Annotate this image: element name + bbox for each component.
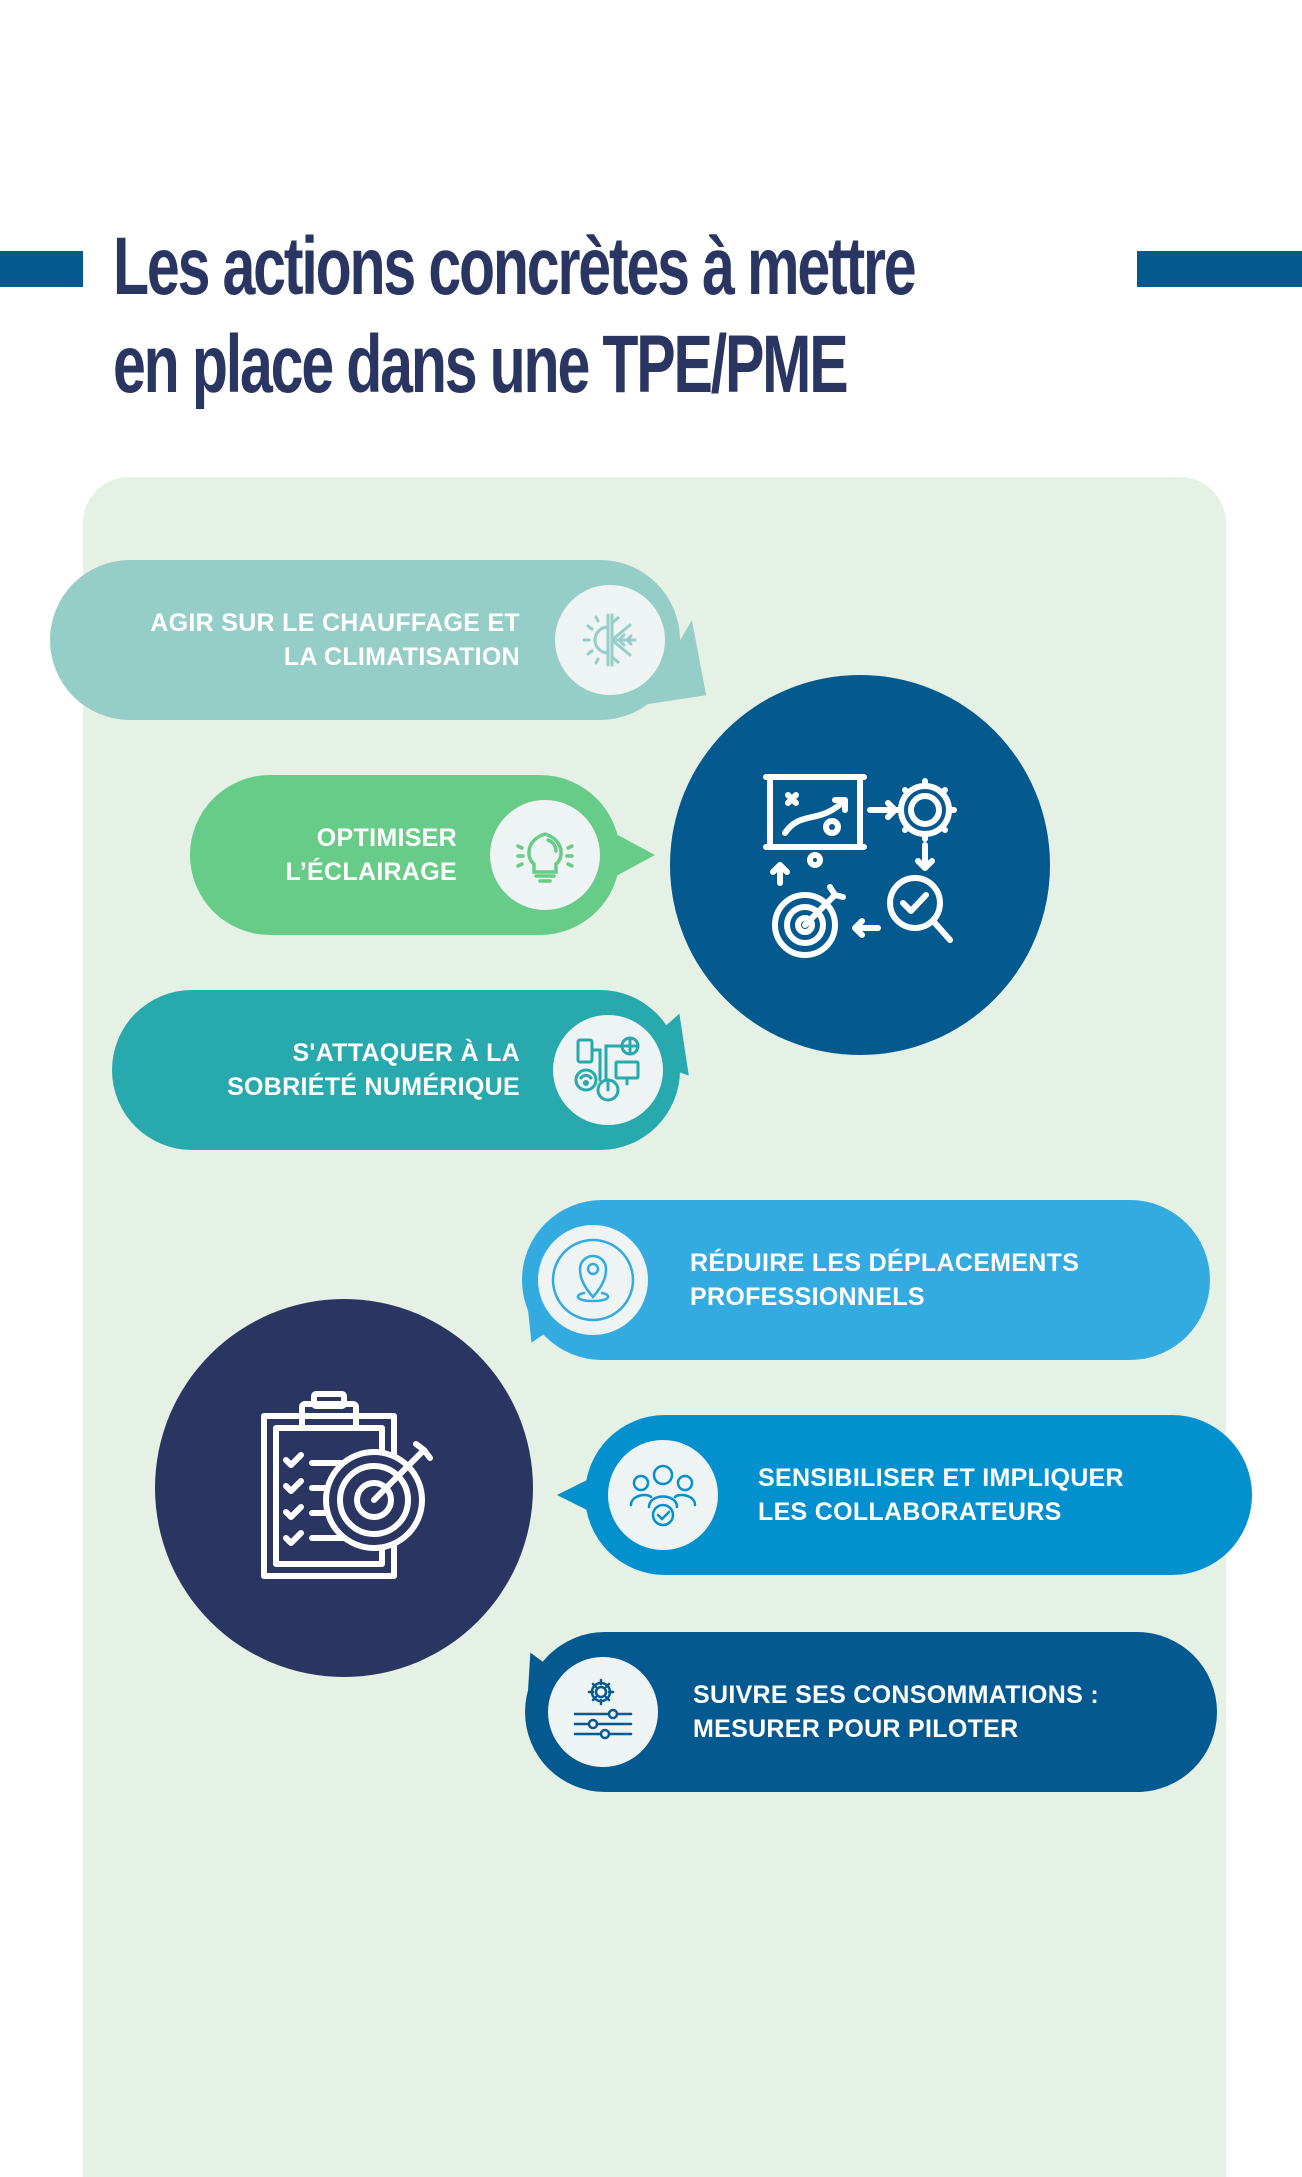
page-title-line2: en place dans une TPE/PME — [113, 319, 849, 410]
clipboard-target-icon — [261, 1391, 433, 1579]
action-label-line1: RÉDUIRE LES DÉPLACEMENTS — [690, 1249, 1080, 1277]
digital-devices-icon — [553, 1015, 663, 1125]
action-engage-employees: SENSIBILISER ET IMPLIQUER LES COLLABORAT… — [585, 1415, 1252, 1575]
action-label-line2: PROFESSIONNELS — [690, 1283, 925, 1311]
action-label-line2: LA CLIMATISATION — [283, 643, 520, 671]
strategy-cycle-icon — [763, 774, 957, 958]
planning-hub — [155, 1299, 533, 1677]
action-label-line2: MESURER POUR PILOTER — [693, 1715, 1019, 1743]
title-left-bar — [0, 251, 83, 287]
action-label-line2: SOBRIÉTÉ NUMÉRIQUE — [227, 1073, 520, 1101]
action-label-line1: S'ATTAQUER À LA — [292, 1039, 520, 1067]
title-right-bar — [1137, 251, 1302, 287]
action-business-travel: RÉDUIRE LES DÉPLACEMENTS PROFESSIONNELS — [522, 1200, 1210, 1360]
action-label-line1: AGIR SUR LE CHAUFFAGE ET — [150, 609, 520, 637]
action-track-consumption: SUIVRE SES CONSOMMATIONS : MESURER POUR … — [525, 1632, 1217, 1792]
action-label-line1: SENSIBILISER ET IMPLIQUER — [758, 1464, 1124, 1492]
action-digital-sobriety: S'ATTAQUER À LA SOBRIÉTÉ NUMÉRIQUE — [112, 990, 680, 1150]
page-title: Les actions concrètes à mettre en place … — [113, 218, 917, 414]
action-lighting: OPTIMISER L’ÉCLAIRAGE — [190, 775, 620, 935]
action-label-line1: OPTIMISER — [316, 824, 457, 852]
location-pin-icon — [538, 1225, 648, 1335]
action-label-line2: L’ÉCLAIRAGE — [285, 858, 457, 886]
gear-sliders-icon — [548, 1657, 658, 1767]
sun-snowflake-icon — [555, 585, 665, 695]
strategy-hub — [670, 675, 1050, 1055]
lightbulb-icon — [490, 800, 600, 910]
action-heating-cooling: AGIR SUR LE CHAUFFAGE ET LA CLIMATISATIO… — [50, 560, 680, 720]
page-title-line1: Les actions concrètes à mettre — [113, 221, 917, 312]
action-label-line2: LES COLLABORATEURS — [758, 1498, 1062, 1526]
action-label-line1: SUIVRE SES CONSOMMATIONS : — [693, 1681, 1099, 1709]
team-check-icon — [608, 1440, 718, 1550]
